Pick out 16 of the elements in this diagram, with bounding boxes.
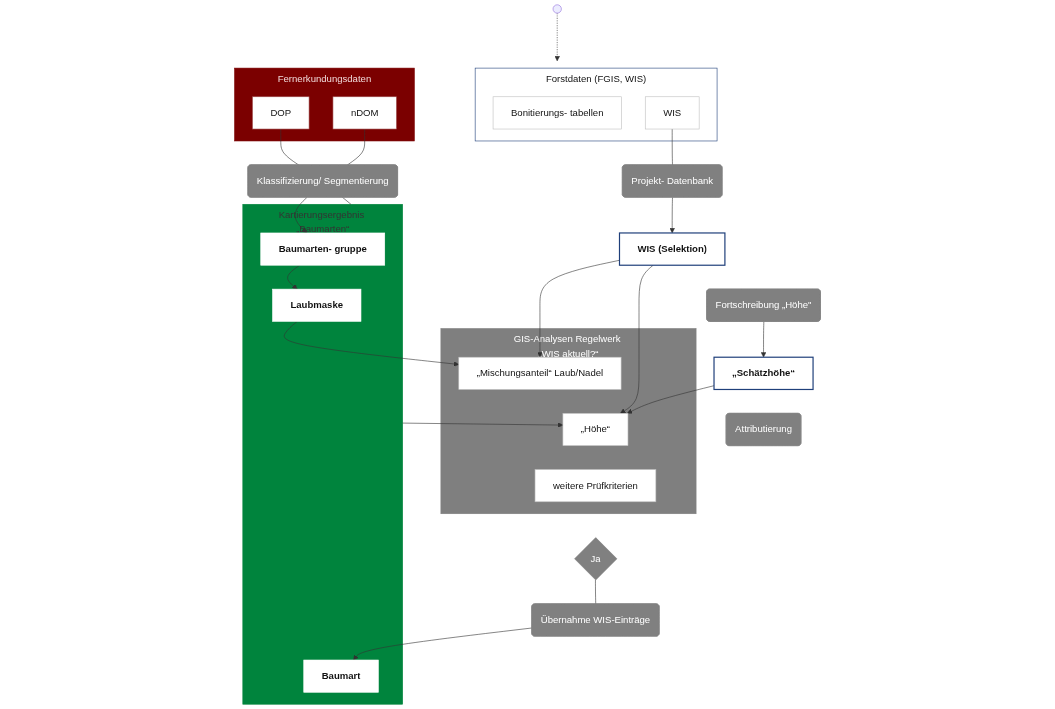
node-box: weitere Prüfkriterien — [534, 469, 657, 503]
node-box: Bonitierungs- tabellen — [492, 96, 622, 130]
node-box: Baumart — [303, 659, 379, 693]
connector — [671, 128, 673, 166]
connector — [595, 579, 597, 605]
node-box: Baumarten- gruppe — [260, 232, 386, 266]
node-box: „Höhe“ — [562, 413, 629, 446]
node-diamond: Ja — [574, 537, 618, 581]
node-box: Laubmaske — [272, 288, 362, 322]
node-box: WIS (Selektion) — [618, 232, 726, 266]
node-box: WIS — [644, 96, 700, 130]
connector — [341, 196, 352, 205]
node-box: „Schätzhöhe“ — [713, 356, 814, 391]
node-box: nDOM — [332, 96, 397, 130]
node-box: DOP — [252, 96, 310, 130]
node-box: „Mischungsanteil“ Laub/Nadel — [458, 356, 622, 390]
